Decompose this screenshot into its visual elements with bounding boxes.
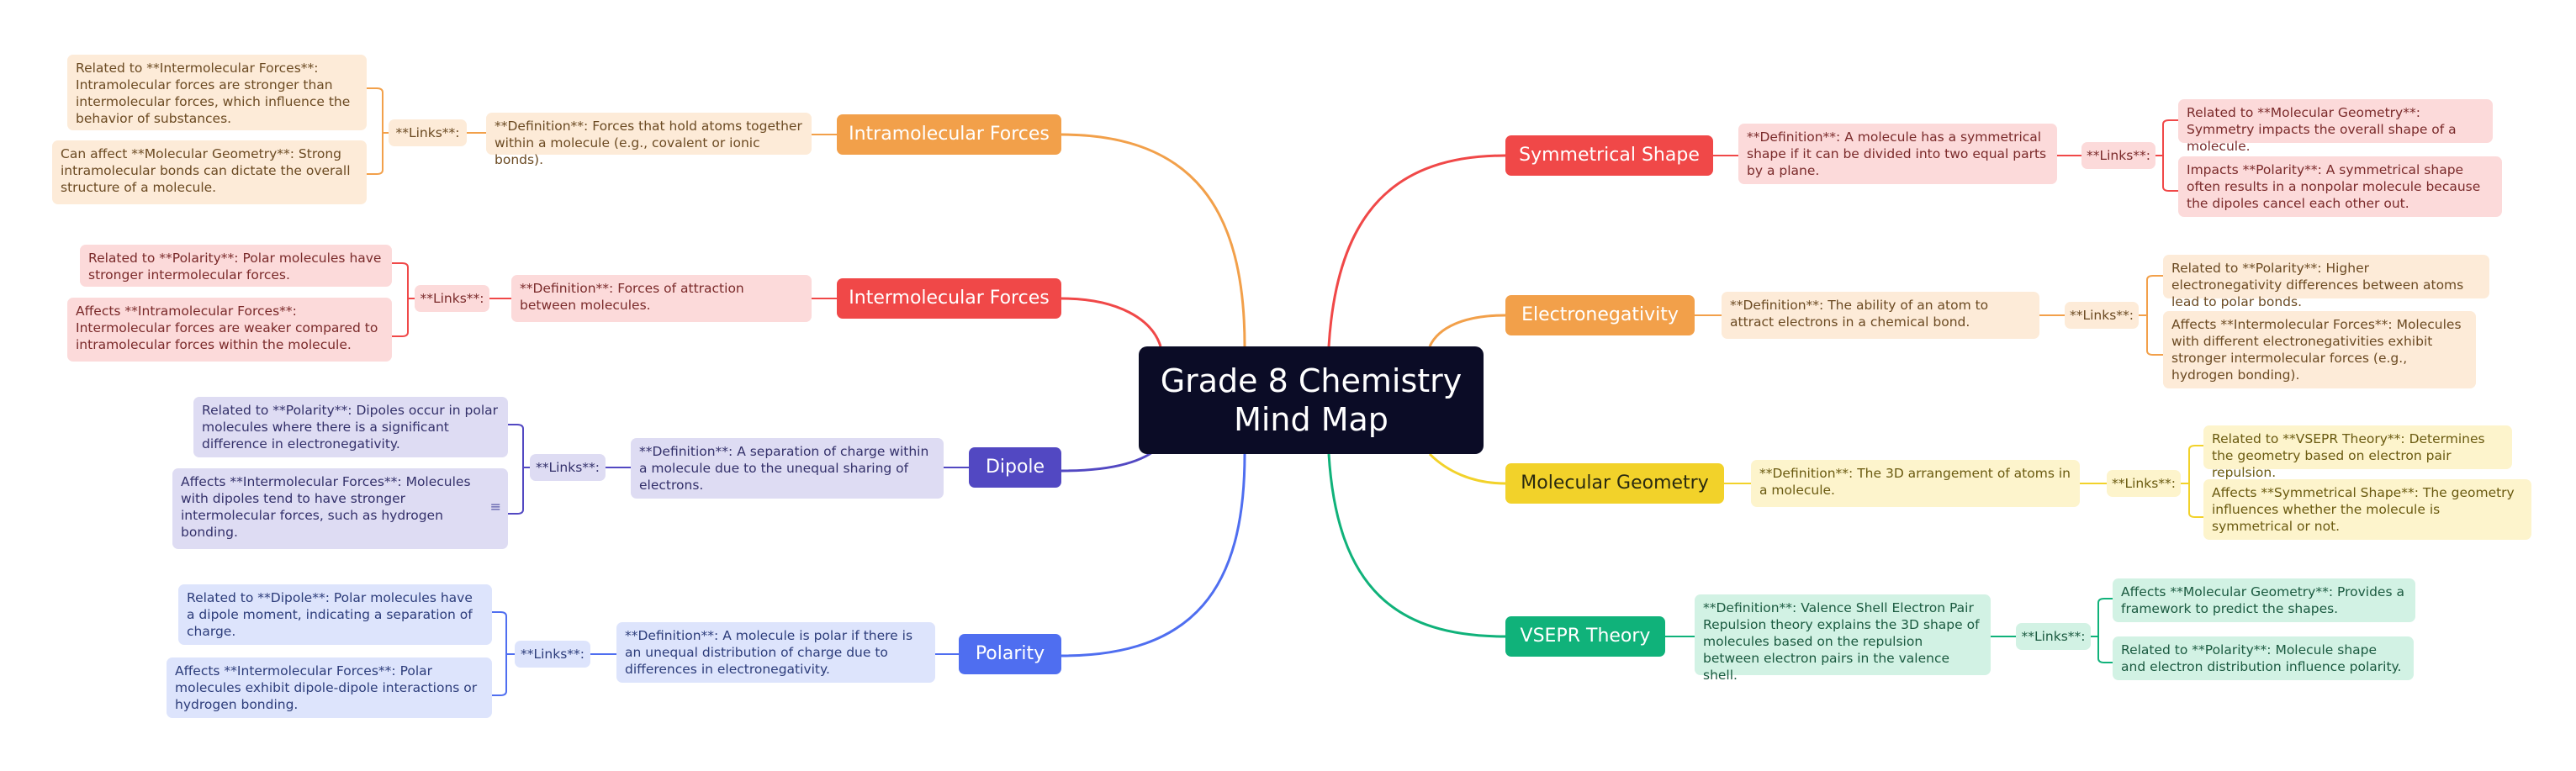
link-intermolecular-2[interactable]: Affects **Intramolecular Forces**: Inter… [67,298,392,362]
central-topic-title: Grade 8 Chemistry Mind Map [1160,362,1463,438]
connector-vsepr [1327,453,1506,638]
link-text: Related to **VSEPR Theory**: Determines … [2212,431,2485,480]
definition-electronegativity[interactable]: **Definition**: The ability of an atom t… [1722,292,2039,339]
connector-polarity [1061,453,1246,657]
definition-text: **Definition**: The ability of an atom t… [1730,298,1989,330]
links-label: **Links**: [520,647,585,662]
links-label: **Links**: [2069,308,2134,323]
links-electronegativity[interactable]: **Links**: [2065,302,2139,329]
definition-symmetrical[interactable]: **Definition**: A molecule has a symmetr… [1738,124,2057,184]
link-text: Affects **Molecular Geometry**: Provides… [2121,584,2404,616]
link-intramolecular-1[interactable]: Related to **Intermolecular Forces**: In… [67,55,367,130]
link-text: Affects **Intermolecular Forces**: Molec… [2171,317,2462,383]
links-polarity[interactable]: **Links**: [515,641,590,668]
branch-title: Intramolecular Forces [849,124,1050,145]
link-vsepr-1[interactable]: Affects **Molecular Geometry**: Provides… [2113,578,2415,622]
link-intramolecular-2[interactable]: Can affect **Molecular Geometry**: Stron… [52,140,367,204]
branch-molecular-geometry[interactable]: Molecular Geometry [1505,463,1724,504]
links-label: **Links**: [395,125,460,140]
definition-text: **Definition**: A molecule is polar if t… [625,628,913,677]
link-dipole-1[interactable]: Related to **Polarity**: Dipoles occur i… [193,397,508,457]
link-dipole-2[interactable]: Affects **Intermolecular Forces**: Molec… [172,468,508,549]
intermolecular-connectors [392,262,837,337]
link-geometry-1[interactable]: Related to **VSEPR Theory**: Determines … [2203,425,2512,480]
link-text: Affects **Intermolecular Forces**: Molec… [181,474,471,540]
branch-intermolecular-forces[interactable]: Intermolecular Forces [837,278,1061,319]
polarity-connectors [492,611,959,696]
links-label: **Links**: [535,460,600,475]
note-icon[interactable]: ≡ [489,499,501,515]
definition-text: **Definition**: A molecule has a symmetr… [1747,129,2047,178]
branch-polarity[interactable]: Polarity [959,634,1061,674]
connector-symmetrical [1327,154,1506,347]
definition-text: **Definition**: Valence Shell Electron P… [1703,600,1980,683]
link-text: Related to **Dipole**: Polar molecules h… [187,590,473,639]
definition-text: **Definition**: The 3D arrangement of at… [1759,466,2071,498]
link-symmetrical-1[interactable]: Related to **Molecular Geometry**: Symme… [2178,99,2493,154]
definition-polarity[interactable]: **Definition**: A molecule is polar if t… [616,622,935,683]
link-polarity-2[interactable]: Affects **Intermolecular Forces**: Polar… [167,657,492,718]
connector-intermolecular [1061,297,1162,347]
vsepr-connectors [1665,598,2113,663]
link-electronegativity-2[interactable]: Affects **Intermolecular Forces**: Molec… [2163,311,2476,388]
branch-vsepr-theory[interactable]: VSEPR Theory [1505,616,1665,657]
link-text: Affects **Symmetrical Shape**: The geome… [2212,485,2515,534]
link-text: Related to **Intermolecular Forces**: In… [76,61,351,126]
branch-title: Electronegativity [1521,304,1679,325]
intramolecular-connectors [367,87,837,175]
links-label: **Links**: [420,291,484,306]
links-geometry[interactable]: **Links**: [2107,470,2181,497]
definition-dipole[interactable]: **Definition**: A separation of charge w… [631,438,944,499]
connector-electronegativity [1428,314,1506,347]
link-intermolecular-1[interactable]: Related to **Polarity**: Polar molecules… [80,245,392,287]
link-vsepr-2[interactable]: Related to **Polarity**: Molecule shape … [2113,636,2414,680]
links-dipole[interactable]: **Links**: [530,454,606,481]
dipole-connectors [508,424,969,515]
links-symmetrical[interactable]: **Links**: [2081,142,2155,169]
link-text: Related to **Polarity**: Dipoles occur i… [202,403,499,452]
links-label: **Links**: [2111,476,2177,491]
links-intramolecular[interactable]: **Links**: [389,119,467,146]
link-symmetrical-2[interactable]: Impacts **Polarity**: A symmetrical shap… [2178,156,2502,217]
link-text: Related to **Polarity**: Polar molecules… [88,251,382,283]
links-vsepr[interactable]: **Links**: [2016,623,2091,650]
link-text: Related to **Molecular Geometry**: Symme… [2187,105,2457,154]
link-text: Impacts **Polarity**: A symmetrical shap… [2187,162,2481,211]
symmetrical-connectors [1713,119,2178,192]
link-text: Related to **Polarity**: Molecule shape … [2121,642,2402,674]
geometry-connectors [1724,445,2203,518]
link-electronegativity-1[interactable]: Related to **Polarity**: Higher electron… [2163,255,2489,309]
connector-geometry [1428,452,1506,485]
definition-intermolecular[interactable]: **Definition**: Forces of attraction bet… [511,275,812,322]
branch-title: VSEPR Theory [1520,626,1651,647]
branch-title: Dipole [985,457,1045,478]
branch-electronegativity[interactable]: Electronegativity [1505,295,1695,335]
link-polarity-1[interactable]: Related to **Dipole**: Polar molecules h… [178,584,492,645]
link-text: Affects **Intramolecular Forces**: Inter… [76,304,378,352]
branch-dipole[interactable]: Dipole [969,447,1061,488]
definition-vsepr[interactable]: **Definition**: Valence Shell Electron P… [1695,594,1991,683]
central-topic[interactable]: Grade 8 Chemistry Mind Map [1139,346,1484,454]
branch-title: Polarity [975,643,1045,664]
branch-symmetrical-shape[interactable]: Symmetrical Shape [1505,135,1713,176]
link-geometry-2[interactable]: Affects **Symmetrical Shape**: The geome… [2203,479,2531,540]
links-label: **Links**: [2086,148,2151,163]
branch-intramolecular-forces[interactable]: Intramolecular Forces [837,114,1061,155]
branch-title: Symmetrical Shape [1519,145,1700,166]
branch-title: Molecular Geometry [1521,473,1709,494]
link-text: Can affect **Molecular Geometry**: Stron… [61,146,351,195]
definition-text: **Definition**: Forces of attraction bet… [520,281,744,313]
links-label: **Links**: [2021,629,2086,644]
definition-text: **Definition**: A separation of charge w… [639,444,929,493]
link-text: Related to **Polarity**: Higher electron… [2171,261,2464,309]
definition-intramolecular[interactable]: **Definition**: Forces that hold atoms t… [486,113,812,167]
electronegativity-connectors [1695,275,2163,356]
links-intermolecular[interactable]: **Links**: [415,285,489,312]
connector-intramolecular [1061,133,1246,347]
definition-text: **Definition**: Forces that hold atoms t… [495,119,802,167]
link-text: Affects **Intermolecular Forces**: Polar… [175,663,478,712]
branch-title: Intermolecular Forces [849,288,1050,309]
definition-geometry[interactable]: **Definition**: The 3D arrangement of at… [1751,460,2080,507]
